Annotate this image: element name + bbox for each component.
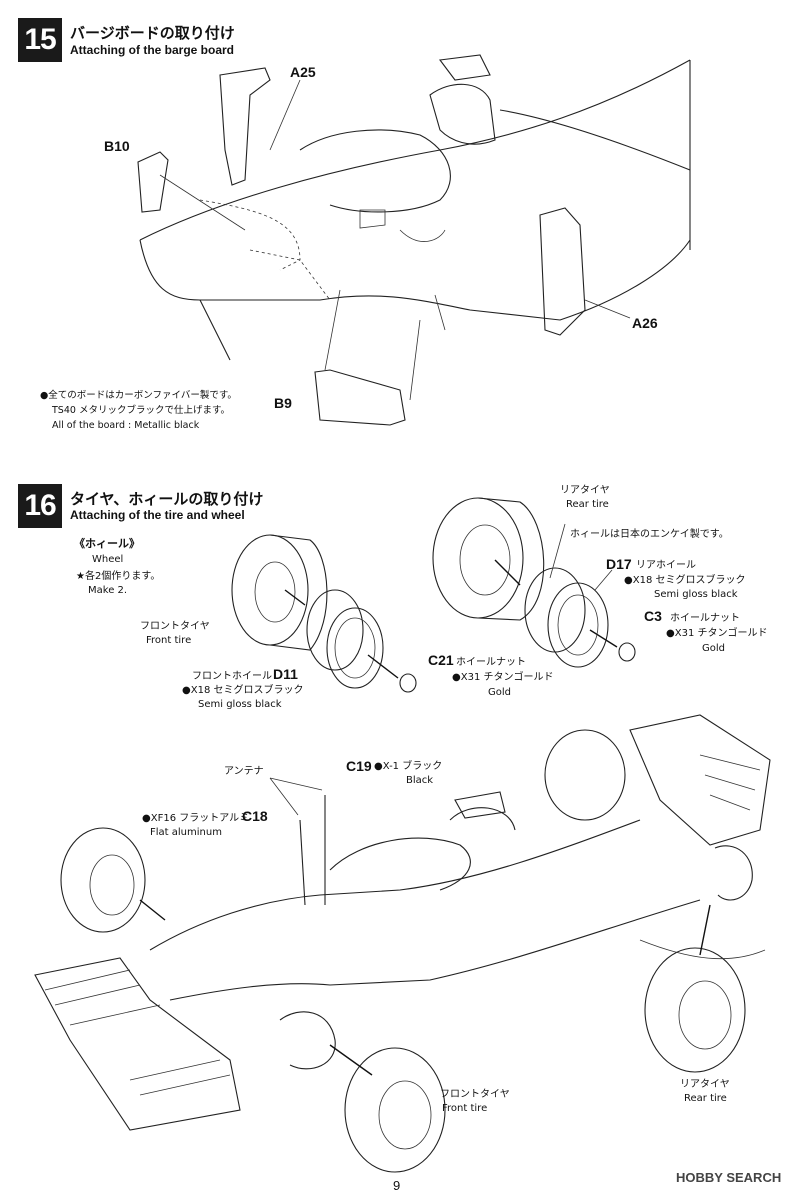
watermark: HOBBY SEARCH — [676, 1170, 782, 1185]
c18-paint-jp: ●XF16 フラットアルミ — [142, 813, 250, 824]
antenna-label: アンテナ — [224, 766, 264, 777]
front-wheel-paint-jp: ●X18 セミグロスブラック — [182, 685, 304, 696]
front-tire-car-label-en: Front tire — [442, 1103, 488, 1114]
front-tire-label-en: Front tire — [146, 635, 192, 646]
rear-tire-car-label-jp: リアタイヤ — [680, 1079, 730, 1090]
c3-nut-label-jp: ホイールナット — [670, 613, 740, 624]
front-tire-car-label-jp: フロントタイヤ — [440, 1089, 510, 1100]
step16-rear-wheel-exploded — [432, 497, 636, 668]
wheel-heading-jp: 《ホィール》 — [74, 537, 140, 550]
rear-tire-label-jp: リアタイヤ — [560, 485, 610, 496]
part-c3-label: C3 — [644, 608, 662, 624]
part-a26-label: A26 — [632, 315, 658, 331]
front-wheel-label-jp: フロントホイール — [192, 671, 272, 682]
step-15-title-jp: バージボードの取り付け — [70, 24, 235, 42]
step16-full-car-drawing — [34, 714, 771, 1173]
step-16-title-jp: タイヤ、ホィールの取り付け — [70, 490, 264, 508]
make-two-en: Make 2. — [88, 585, 128, 596]
step-16-title-en: Attaching of the tire and wheel — [70, 508, 245, 522]
c18-paint-en: Flat aluminum — [150, 827, 222, 838]
step-15-note-jp-1: ●全てのボードはカーボンファイバー製です。 — [40, 390, 237, 401]
enkei-note: ホィールは日本のエンケイ製です。 — [570, 529, 729, 540]
page-number: 9 — [393, 1178, 401, 1193]
c3-paint-jp: ●X31 チタンゴールド — [666, 628, 768, 639]
part-b9-label: B9 — [274, 395, 292, 411]
step-16-number: 16 — [18, 484, 62, 528]
step-15-note-jp-2: TS40 メタリックブラックで仕上げます。 — [52, 405, 230, 416]
make-two-jp: ★各2個作ります。 — [76, 571, 161, 582]
c19-paint-en: Black — [406, 775, 434, 786]
c3-paint-en: Gold — [702, 643, 725, 654]
part-c18-label: C18 — [242, 808, 268, 824]
c21-paint-en: Gold — [488, 687, 511, 698]
step-15-title-en: Attaching of the barge board — [70, 43, 235, 57]
c21-paint-jp: ●X31 チタンゴールド — [452, 672, 554, 683]
rear-tire-label-en: Rear tire — [566, 499, 609, 510]
rear-tire-car-label-en: Rear tire — [684, 1093, 727, 1104]
wheel-heading-en: Wheel — [92, 554, 124, 565]
rear-wheel-label-jp: リアホイール — [636, 560, 696, 571]
part-a25-label: A25 — [290, 64, 316, 80]
rear-wheel-paint-en: Semi gloss black — [654, 589, 738, 600]
c21-nut-label-jp: ホイールナット — [456, 657, 526, 668]
step-15-note-en: All of the board : Metallic black — [52, 420, 200, 431]
step15-car-body-drawing — [137, 54, 691, 426]
rear-wheel-paint-jp: ●X18 セミグロスブラック — [624, 575, 746, 586]
c19-paint-jp: ●X-1 ブラック — [374, 761, 443, 772]
step16-front-wheel-exploded — [231, 534, 417, 693]
part-d11-label: D11 — [273, 666, 298, 682]
part-c19-label: C19 — [346, 758, 372, 774]
front-tire-label-jp: フロントタイヤ — [140, 621, 210, 632]
part-c21-label: C21 — [428, 652, 454, 668]
part-d17-label: D17 — [606, 556, 632, 572]
part-b10-label: B10 — [104, 138, 130, 154]
step-15-number: 15 — [18, 18, 62, 62]
front-wheel-paint-en: Semi gloss black — [198, 699, 282, 710]
